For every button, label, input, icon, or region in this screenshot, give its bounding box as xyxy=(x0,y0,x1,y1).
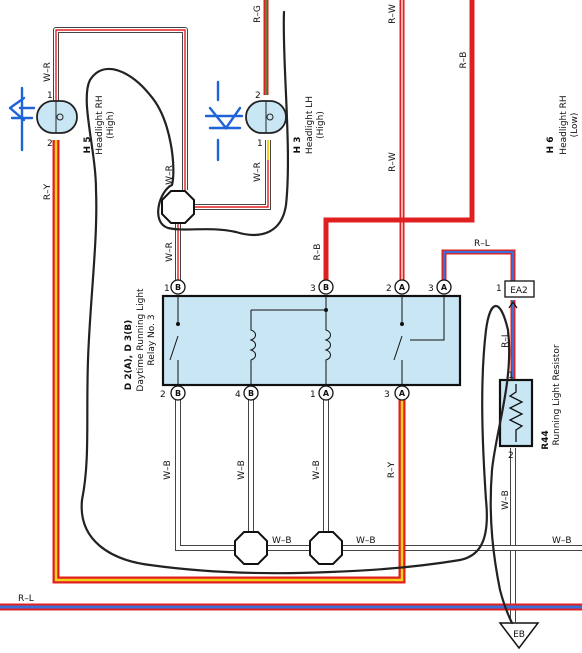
svg-text:Running Light Resistor: Running Light Resistor xyxy=(552,344,562,445)
junction-bottom-right xyxy=(309,531,343,565)
label-w-r-lh: W–R xyxy=(253,162,263,182)
label-r-l-bottom: R–L xyxy=(18,594,34,604)
pin-bot-2-letter: B xyxy=(175,389,181,398)
svg-text:Daytime Running Light: Daytime Running Light xyxy=(136,288,146,392)
label-r-w-top: R–W xyxy=(388,4,398,24)
label-w-b-6: W–B xyxy=(501,490,511,510)
label-w-r-relay: W–R xyxy=(165,242,175,262)
label-r-y-relay: R–Y xyxy=(387,461,397,478)
pin-top-3a-letter: A xyxy=(441,283,448,292)
svg-text:D 2(A), D 3(B): D 2(A), D 3(B) xyxy=(124,320,134,391)
pin-bot-3-letter: A xyxy=(399,389,406,398)
svg-text:(High): (High) xyxy=(316,111,326,139)
pin-r44-2-num: 2 xyxy=(508,451,514,461)
headlight-rh-high xyxy=(36,100,78,134)
svg-text:Headlight RH: Headlight RH xyxy=(95,95,105,154)
pin-top-1-num: 1 xyxy=(164,284,170,294)
junction-bottom-left xyxy=(234,531,268,565)
label-r-g: R–G xyxy=(253,5,263,23)
hand-drawn-annotation xyxy=(80,10,514,625)
label-w-b-3: W–B xyxy=(312,460,322,480)
connector-ea2: EA2 xyxy=(504,280,535,309)
label-r-b-top: R–B xyxy=(459,52,469,69)
pin-bot-1-letter: A xyxy=(323,389,330,398)
svg-text:Relay No. 3: Relay No. 3 xyxy=(147,314,157,365)
pin-top-2-letter: A xyxy=(399,283,406,292)
label-r-w-mid: R–W xyxy=(388,152,398,172)
label-w-b-right: W–B xyxy=(552,536,572,546)
wire-w-b-main xyxy=(175,400,582,551)
eb-label: EB xyxy=(513,630,525,640)
wire-w-r-h5 xyxy=(53,27,188,190)
label-r-b-relay: R–B xyxy=(313,244,323,261)
pin-h5-1-num: 1 xyxy=(47,91,53,101)
headlight-lh-high xyxy=(245,100,287,134)
svg-text:(Low): (Low) xyxy=(570,113,580,138)
pin-circles xyxy=(170,279,452,401)
svg-text:R44: R44 xyxy=(541,430,551,449)
running-light-resistor xyxy=(498,378,534,448)
label-r-l-res: R–L xyxy=(501,332,511,348)
label-relay: D 2(A), D 3(B) Daytime Running Light Rel… xyxy=(124,288,157,392)
label-w-b-5: W–B xyxy=(356,536,376,546)
pin-ea2-num: 1 xyxy=(496,284,502,294)
ea2-label: EA2 xyxy=(510,286,528,296)
label-r-l-top: R–L xyxy=(474,239,490,249)
wire-r-y xyxy=(52,140,406,584)
svg-text:Headlight LH: Headlight LH xyxy=(305,96,315,154)
svg-text:H 3: H 3 xyxy=(293,137,303,154)
pin-top-3a-num: 3 xyxy=(428,284,434,294)
pin-bot-1-num: 1 xyxy=(310,390,316,400)
pin-bot-4-letter: B xyxy=(248,389,254,398)
pin-bot-2-num: 2 xyxy=(160,390,166,400)
wire-r-l-ea2 xyxy=(441,249,516,283)
label-w-r-top: W–R xyxy=(43,62,53,82)
led-annotation-left-icon xyxy=(8,86,36,152)
pin-bot-3-num: 3 xyxy=(384,390,390,400)
led-annotation-right-icon xyxy=(204,80,244,162)
relay-box xyxy=(161,294,462,387)
pin-top-3-letter: B xyxy=(323,283,329,292)
svg-text:(High): (High) xyxy=(106,111,116,139)
label-w-b-1: W–B xyxy=(163,460,173,480)
label-w-b-2: W–B xyxy=(237,460,247,480)
pin-h3-1-num: 1 xyxy=(257,139,263,149)
wire-r-b xyxy=(323,0,475,283)
label-w-r-mid: W–R xyxy=(165,165,175,185)
svg-text:H 5: H 5 xyxy=(83,137,93,154)
svg-text:H 6: H 6 xyxy=(546,137,556,154)
pin-top-3-num: 3 xyxy=(310,284,316,294)
label-h3: H 3 Headlight LH (High) xyxy=(293,96,326,154)
pin-r44-1-num: 1 xyxy=(508,371,514,381)
pin-h3-2-num: 2 xyxy=(255,91,261,101)
ground-eb: EB xyxy=(498,622,540,650)
label-h5: H 5 Headlight RH (High) xyxy=(83,95,116,154)
wire-w-r-lh xyxy=(192,140,271,210)
label-w-b-4: W–B xyxy=(272,536,292,546)
pin-bot-4-num: 4 xyxy=(235,390,241,400)
label-r-y-left: R–Y xyxy=(43,183,53,200)
label-h6: H 6 Headlight RH (Low) xyxy=(546,95,580,154)
pin-top-1-letter: B xyxy=(175,283,181,292)
svg-text:Headlight RH: Headlight RH xyxy=(559,95,569,154)
pin-h5-2-num: 2 xyxy=(47,139,53,149)
pin-top-2-num: 2 xyxy=(386,284,392,294)
junction-top xyxy=(161,190,195,224)
label-r44: R44 Running Light Resistor xyxy=(541,344,562,450)
